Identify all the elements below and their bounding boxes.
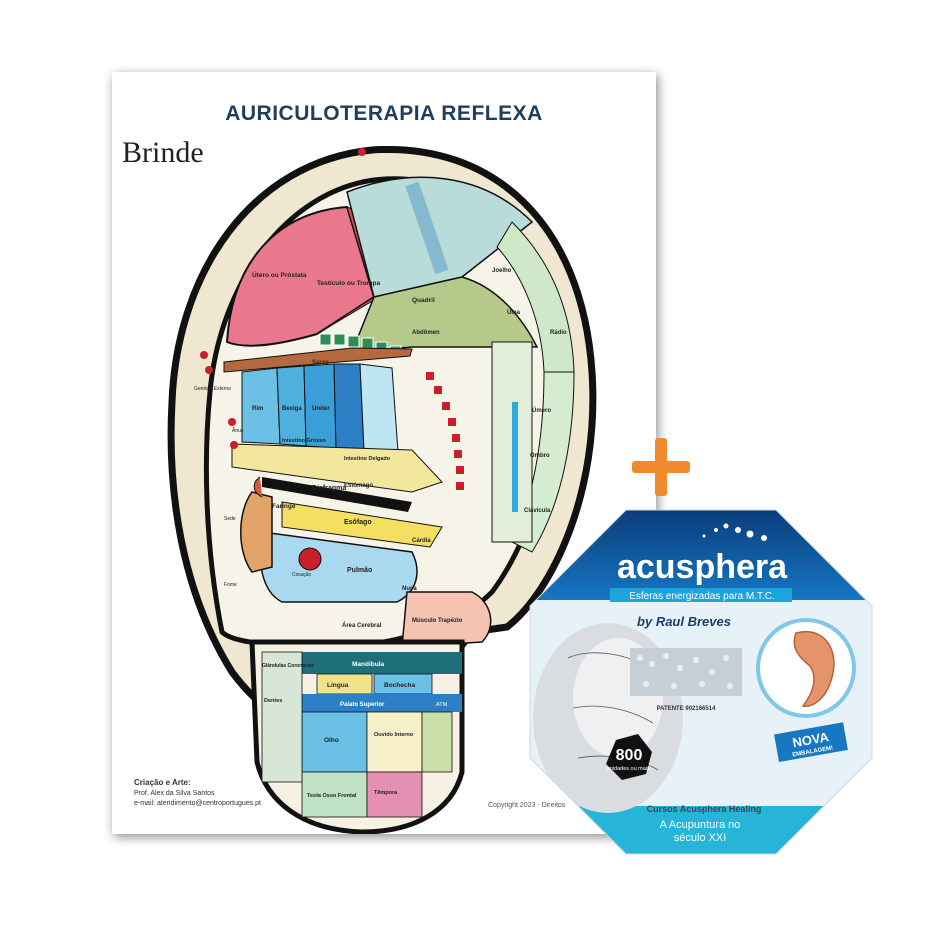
coracao-point (298, 547, 322, 571)
chart-title: AURICULOTERAPIA REFLEXA (225, 102, 543, 125)
label-joelho: Joelho (492, 268, 512, 274)
label-utero: Útero ou Próstata (252, 270, 307, 279)
credits-block: Criação e Arte: Prof. Alex da Silva Sant… (134, 778, 261, 809)
auriculotherapy-chart: AURICULOTERAPIA REFLEXA Brinde (112, 72, 656, 834)
label-faringe: Faringe (272, 503, 296, 510)
label-atm: ATM (436, 702, 448, 708)
brinde-label: Brinde (122, 136, 204, 169)
red-points (426, 372, 464, 490)
label-sede: Sede (224, 516, 236, 522)
credits-email: e-mail: atendimento@centroportugues.pt (134, 800, 261, 807)
label-palato: Palato Superior (340, 702, 385, 708)
label-nuca: Nuca (402, 586, 417, 592)
label-temporal: Têmpora (374, 790, 398, 796)
label-anus: Ânus (232, 427, 244, 434)
tragus-region (240, 491, 273, 573)
esofago-band (281, 501, 443, 548)
label-esofago: Esôfago (344, 519, 372, 526)
patent-number: PATENTE 902166514 (657, 706, 716, 712)
author-line: by Raul Breves (637, 614, 731, 629)
upper-wedges (346, 176, 534, 298)
label-intestino-delgado: Intestino Delgado (344, 456, 391, 462)
label-sacro: Sacro (312, 360, 329, 366)
label-glandulas: Glândulas Coronárias (262, 663, 314, 669)
course-label: Cursos Acusphera Healing (647, 804, 762, 814)
label-ouvido: Ouvido Interno (374, 732, 414, 738)
label-fome: Fome (224, 582, 237, 588)
copyright-text: Copyright 2023 - Direitos (488, 802, 566, 809)
label-radio: Rádio (550, 330, 567, 336)
trapezio-region (401, 591, 492, 648)
concha-stripes (241, 363, 399, 453)
footer-line1: A Acupuntura no (660, 819, 741, 831)
intestino-band (231, 443, 443, 493)
label-trapezio: Músculo Trapézio (412, 618, 463, 624)
label-olho: Olho (324, 737, 339, 744)
spheres-strip (630, 648, 742, 696)
label-lingua: Língua (327, 682, 349, 689)
label-diafragma: Diafragma (312, 485, 346, 492)
plus-icon (626, 432, 696, 502)
label-bexiga: Bexiga (282, 406, 302, 412)
label-estomago: Estômago (344, 483, 373, 489)
sparkle-dots (702, 523, 767, 541)
label-testa: Testa Osso Frontal (307, 793, 357, 799)
ear-photo (756, 618, 856, 718)
label-umero: Úmero (532, 407, 551, 414)
label-bochecha: Bochecha (384, 682, 415, 689)
label-abdomen: Abdômen (412, 330, 440, 336)
label-ombro: Ombro (530, 453, 550, 459)
label-dentes: Dentes (264, 698, 282, 704)
label-mandibula: Mandíbula (352, 661, 385, 668)
utero-region (225, 205, 376, 347)
mandibula-bar (302, 652, 462, 674)
left-margin-points (200, 148, 366, 449)
label-cardia: Cárdia (412, 538, 431, 544)
footer-line2: século XXI (674, 832, 727, 844)
sacro-bar (223, 347, 413, 373)
quantity-badge: 800 unidades ou mais! (606, 734, 652, 780)
label-testiculo: Testículo ou Trompa (317, 280, 380, 287)
label-ureter: Ureter (312, 406, 330, 412)
label-genitais: Genitais Externo (194, 386, 231, 392)
diafragma-bar (262, 477, 412, 512)
label-pulmao: Pulmão (347, 567, 372, 574)
label-intestino-grosso: Intestino Grosso (282, 438, 326, 444)
label-quadril: Quadril (412, 297, 435, 304)
ear-map-illustration: Útero ou Próstata Testículo ou Trompa Qu… (167, 145, 597, 834)
brand-tagline: Esferas energizadas para M.T.C. (629, 591, 775, 602)
acusphera-product-box: acusphera Esferas energizadas para M.T.C… (529, 509, 873, 855)
brand-name: acusphera (617, 548, 788, 586)
label-area-cerebral: Área Cerebral (342, 622, 382, 629)
credits-title: Criação e Arte: (134, 778, 191, 787)
label-ulna: Ulna (507, 310, 521, 316)
new-badge-line1: NOVA (791, 729, 830, 750)
label-rim: Rim (252, 406, 263, 412)
badge-count: 800 (616, 747, 643, 764)
credits-author: Prof. Alex da Silva Santos (134, 790, 215, 797)
label-clavicula: Clavícula (524, 508, 551, 514)
badge-text: unidades ou mais! (607, 766, 652, 772)
label-coracao: Coração (292, 572, 311, 578)
